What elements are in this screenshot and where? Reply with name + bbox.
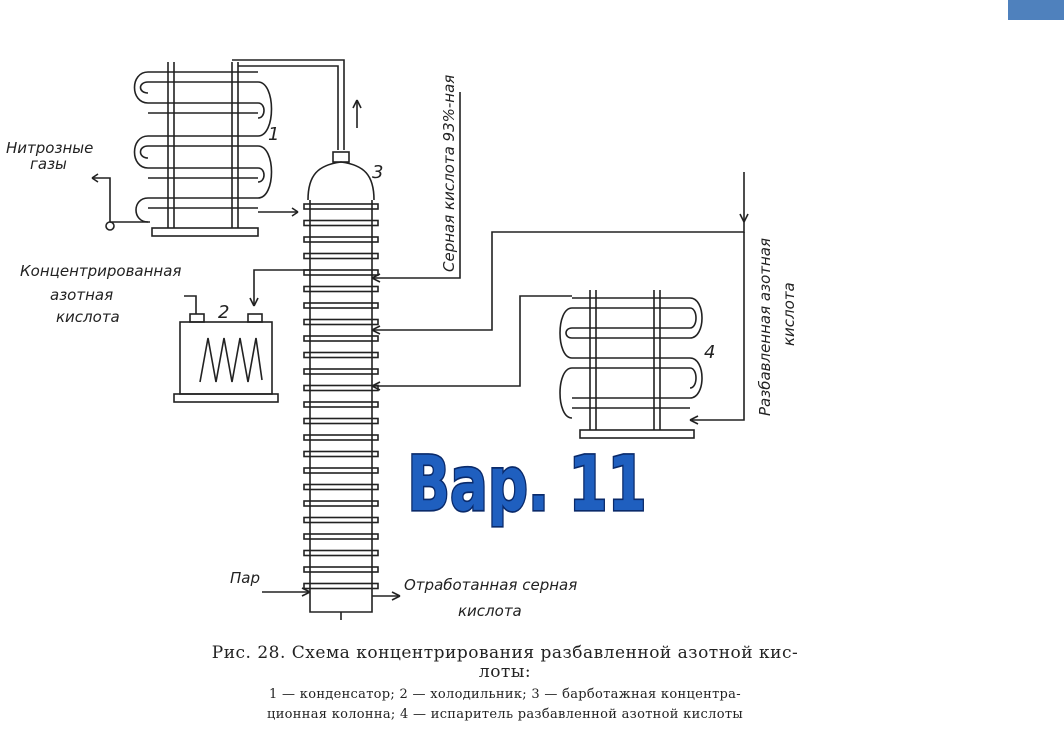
column-tray (303, 269, 379, 276)
label-dilute-acid-line1: Разбавленная азотная (756, 238, 774, 416)
column-tray (303, 450, 379, 458)
number-1: 1 (268, 124, 279, 145)
number-3: 3 (372, 162, 383, 183)
column-tray (303, 516, 379, 524)
caption-legend-line2: ционная колонна; 4 — испаритель разбавле… (267, 707, 743, 722)
condenser-1 (91, 59, 345, 237)
label-spent-acid-line2: кислота (458, 602, 522, 620)
label-nitrous-gases-line2: газы (30, 155, 67, 173)
figure-caption: Рис. 28. Схема концентрирования разбавле… (210, 644, 800, 722)
column-tray (303, 252, 379, 260)
column-tray (303, 434, 379, 441)
column-tray (303, 302, 379, 309)
caption-title-line2: лоты: (478, 662, 532, 682)
column-tray (303, 285, 379, 293)
number-4: 4 (704, 342, 715, 363)
label-spent-acid-line1: Отработанная серная (404, 576, 577, 594)
column-tray (303, 549, 379, 557)
label-concentrated-acid-line1: Концентрированная (20, 262, 181, 280)
label-concentrated-acid-line2: азотная (50, 286, 113, 304)
evaporator-4 (559, 290, 703, 439)
column-tray (303, 318, 379, 326)
column-tray (303, 500, 379, 507)
column-tray (303, 483, 379, 491)
label-nitrous-gases-line1: Нитрозные (6, 139, 93, 157)
column-tray (303, 335, 379, 342)
column-tray (303, 236, 379, 243)
caption-legend-line1: 1 — конденсатор; 2 — холодильник; 3 — ба… (269, 687, 741, 702)
column-tray (303, 401, 379, 408)
column-tray (303, 351, 379, 359)
label-steam: Пар (230, 569, 260, 587)
column-tray (303, 384, 379, 392)
column-tray (303, 368, 379, 375)
column-tray (303, 533, 379, 540)
label-sulfuric-acid: Серная кислота 93%-ная (440, 75, 458, 272)
column-tray (303, 219, 379, 227)
caption-title-line1: Рис. 28. Схема концентрирования разбавле… (211, 643, 799, 663)
variant-label: Вар. 11 (407, 440, 646, 529)
label-concentrated-acid-line3: кислота (56, 308, 120, 326)
column-tray (303, 566, 379, 573)
column-tray (303, 467, 379, 474)
column-tray (303, 417, 379, 425)
column-tray (303, 582, 379, 590)
label-dilute-acid-line2: кислота (780, 282, 798, 346)
column-3 (303, 151, 379, 620)
column-tray (303, 203, 379, 210)
cooler-2 (173, 269, 310, 403)
number-2: 2 (218, 302, 229, 323)
corner-accent-tab (1008, 0, 1064, 20)
